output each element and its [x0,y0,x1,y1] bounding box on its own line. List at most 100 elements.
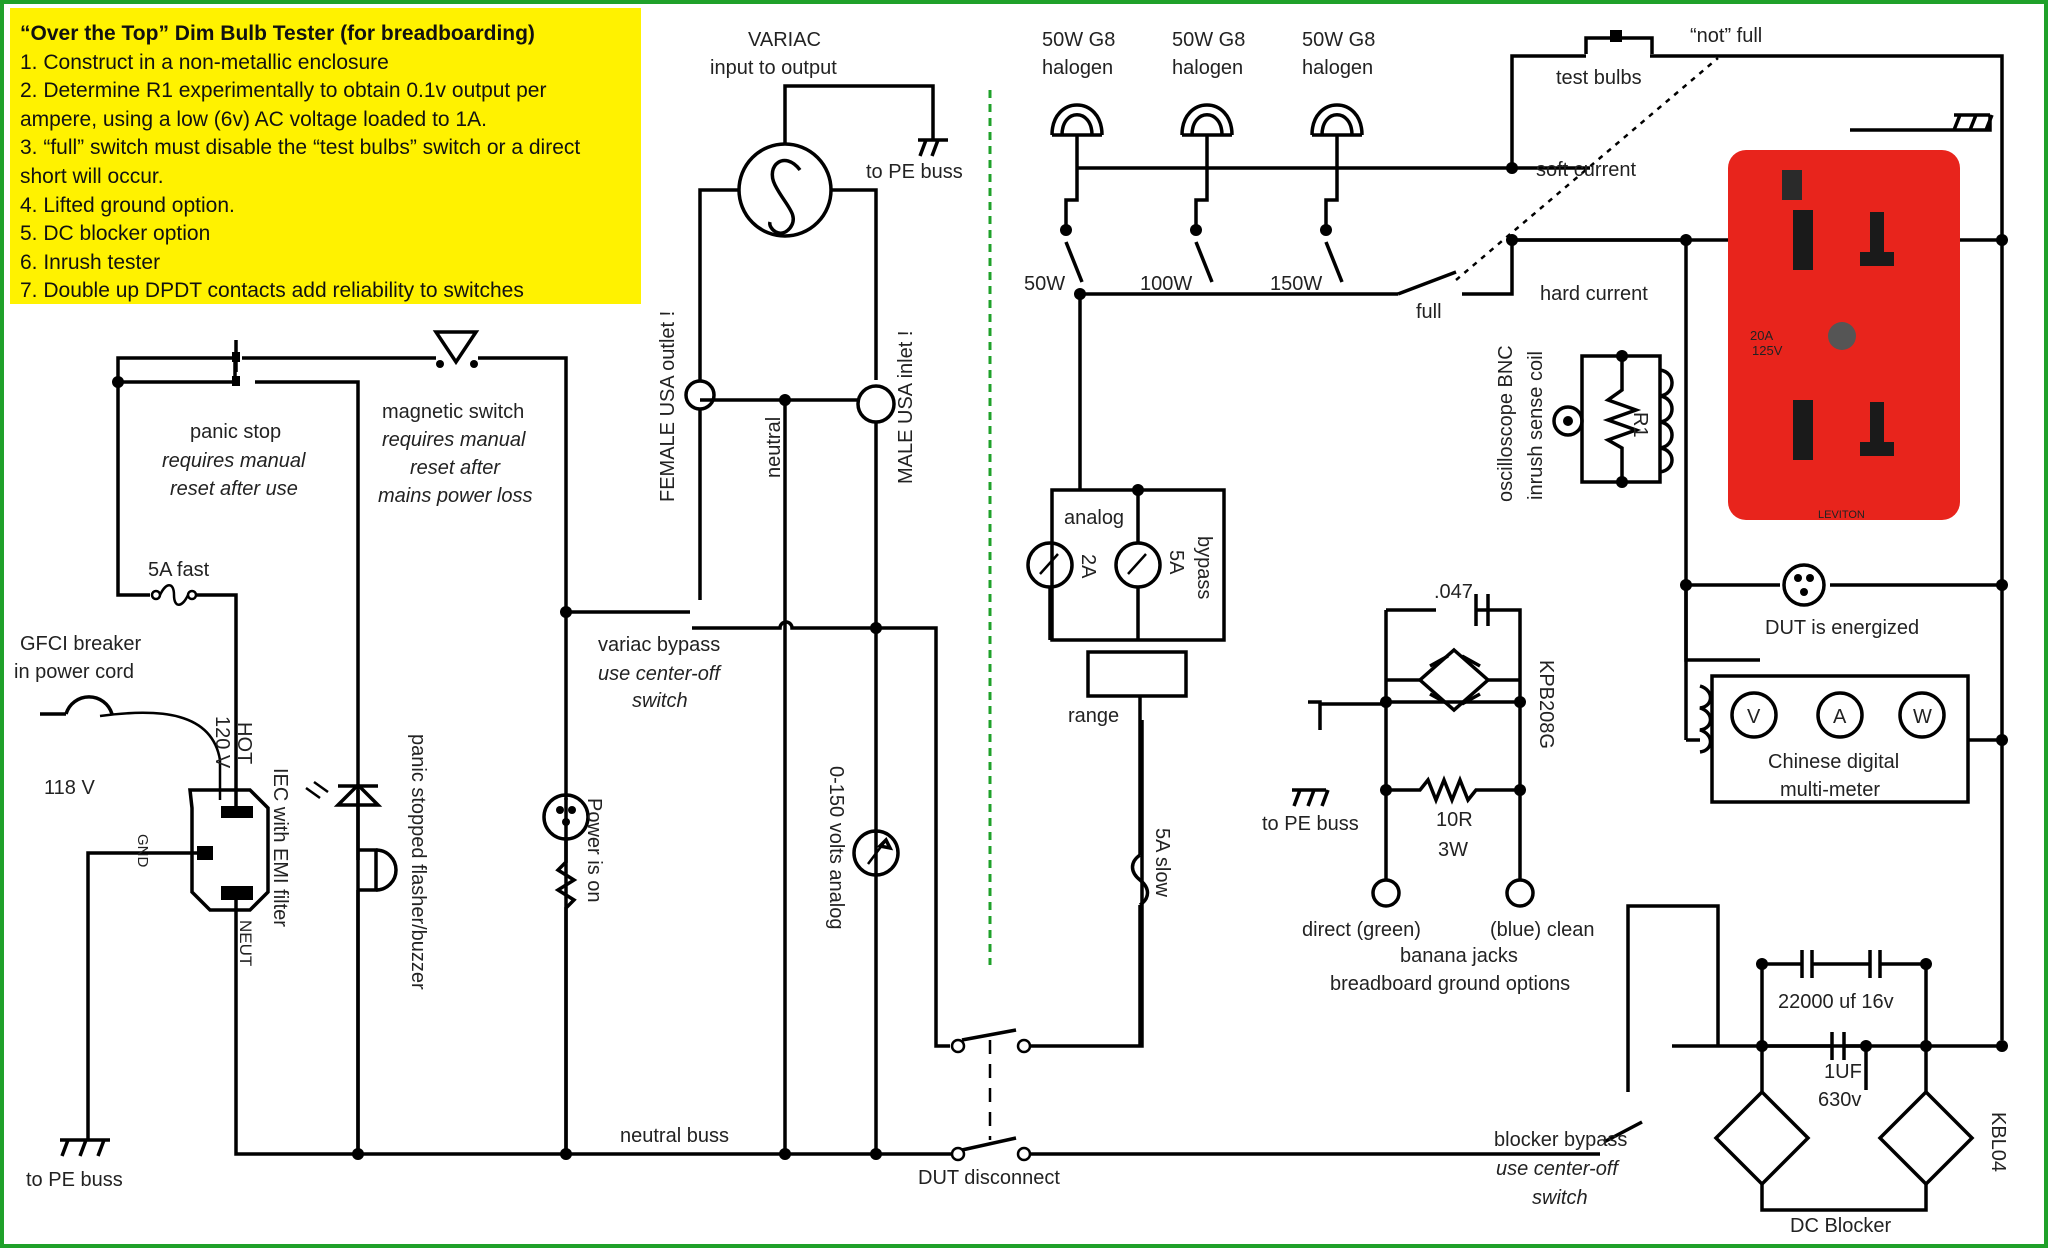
outlet-brand: LEVITON [1818,509,1865,521]
panic-stop-note: requires manual [162,450,306,472]
current-paths [1512,166,2002,740]
pe-buss-label: to PE buss [1262,813,1359,835]
w50-label: 50W [1024,273,1065,295]
neut-label: NEUT [236,920,255,966]
variac-label: VARIAC [748,29,821,51]
flasher-label: panic stopped flasher/buzzer [407,734,429,990]
junction-dot [1996,1040,2008,1052]
note-item: 6. Inrush tester [20,250,161,274]
v120-label: 120 V [211,716,233,769]
banana-label: banana jacks [1400,945,1518,967]
soft-current-label: soft current [1536,159,1636,181]
junction-dot [560,1148,572,1160]
magnetic-switch [432,330,480,368]
blocker-bypass-label: blocker bypass [1494,1129,1627,1151]
pe-buss-label: to PE buss [26,1169,123,1191]
gnd-label: GND [134,834,151,868]
test-bulbs-label: test bulbs [1556,67,1642,89]
dc-blocker [1460,904,2002,1212]
note-item: 5. DC blocker option [20,222,211,246]
junction-dot [1514,784,1526,796]
magnetic-switch-note: requires manual [382,429,526,451]
junction-dot [1996,579,2008,591]
junction-dot [779,1148,791,1160]
power-on-lamp [542,793,590,1154]
a5-label: 5A [1165,550,1187,575]
junction-dots [112,162,2008,1160]
junction-dot [352,1148,364,1160]
fuse-slow-label: 5A slow [1151,828,1173,897]
bulb-label: halogen [1302,57,1373,79]
female-outlet-label: FEMALE USA outlet ! [657,311,679,502]
meter-label: multi-meter [1780,779,1880,801]
junction-dot [1132,484,1144,496]
kpb-label: KPB208G [1535,660,1557,749]
magnetic-switch-note: mains power loss [378,485,533,507]
junction-dot [1616,350,1628,362]
analog-meters [1026,488,1226,1046]
dut-energized-label: DUT is energized [1765,617,1919,639]
blocker-bypass-note: switch [1532,1187,1588,1209]
range-label: range [1068,705,1119,727]
variac-bypass-label: variac bypass [598,634,720,656]
w150-label: 150W [1270,273,1322,295]
gfci-label: in power cord [14,661,134,683]
junction-dot [1920,1040,1932,1052]
pe-buss-label: to PE buss [866,161,963,183]
outlet-rating: 20A [1750,328,1773,343]
junction-dot [112,376,124,388]
outlet-rating: 125V [1752,343,1783,358]
dc-blocker-label: DC Blocker [1790,1215,1891,1237]
c1uf-label: 1UF [1824,1061,1862,1083]
panic-stop-label: panic stop [190,421,281,443]
led-flasher [305,780,383,807]
a2-label: 2A [1077,554,1099,579]
meter-a: A [1833,706,1847,728]
panic-stop-note: reset after use [170,478,298,500]
junction-dot [1756,1040,1768,1052]
duplex-outlet: 20A 125V LEVITON [1728,150,1960,521]
pe-buss-wire [1850,115,1992,132]
blue-clean-label: (blue) clean [1490,919,1595,941]
junction-dot [1920,958,1932,970]
hard-current-label: hard current [1540,283,1648,305]
hot-label: HOT [233,722,255,764]
variac-label: input to output [710,57,837,79]
note-item: 3. “full” switch must disable the “test … [20,136,581,188]
not-full-label: “not” full [1690,25,1762,47]
fuse-fast-label: 5A fast [148,559,210,581]
labels: GFCI breaker in power cord 118 V to PE b… [14,25,2009,1237]
volts-label: 0-150 volts analog [825,766,847,929]
analog-label: analog [1064,507,1124,529]
junction-dot [1060,224,1072,236]
wattage-switches [1064,30,2004,1040]
dut-lamp [1782,563,1826,607]
meter-v: V [1747,706,1761,728]
r1-label: R1 [1629,412,1651,438]
junction-dot [1996,234,2008,246]
voltage-label: 118 V [44,777,95,799]
junction-dot [779,394,791,406]
bypass-label: bypass [1193,536,1215,599]
w100-label: 100W [1140,273,1192,295]
junction-dot [1506,162,1518,174]
v630-label: 630v [1818,1089,1861,1111]
blocker-bypass-note: use center-off [1496,1158,1620,1180]
panic-stop-switch [232,340,240,386]
kbl04-label: KBL04 [1987,1112,2009,1172]
cap-label: .047 [1434,581,1473,603]
bulb-label: 50W G8 [1302,29,1375,51]
inrush-sense [1552,354,1674,484]
bulb-label: halogen [1172,57,1243,79]
iec-label: IEC with EMI filter [269,768,291,927]
pe-buss-symbol [60,1138,110,1157]
note-item: 1. Construct in a non-metallic enclosure [20,50,389,74]
pe-buss-symbol [1952,113,1994,131]
scope-label: oscilloscope BNC [1495,345,1517,502]
variac-bypass-note: switch [632,690,688,712]
junction-dot [560,606,572,618]
direct-green-label: direct (green) [1302,919,1421,941]
junction-dot [1680,234,1692,246]
bulb-label: halogen [1042,57,1113,79]
